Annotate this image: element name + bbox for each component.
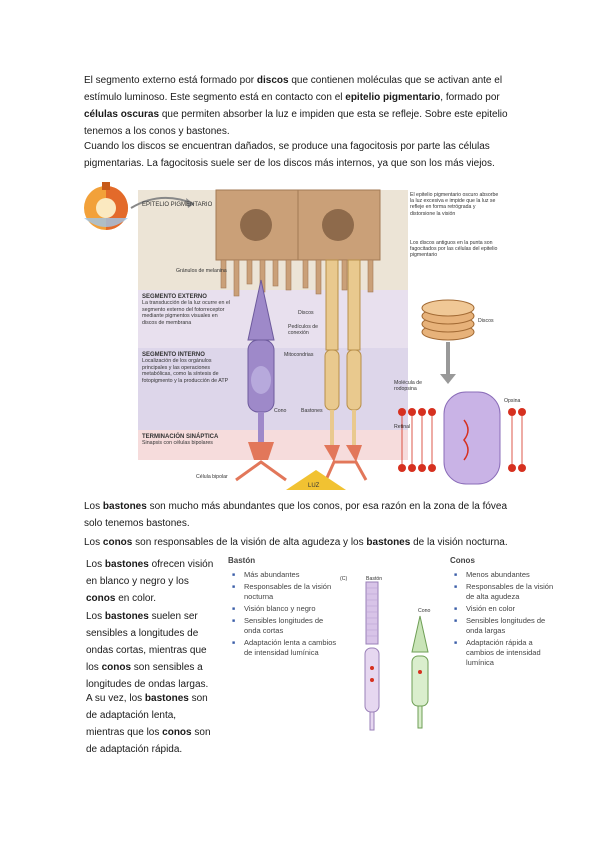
paragraph-bastones-abundantes: Los bastones son mucho más abundantes qu…: [84, 501, 508, 529]
desc-seg-interno: Localización de los orgánulos principale…: [142, 358, 229, 384]
desc-terminacion: Sinapsis con células bipolares: [142, 440, 213, 446]
rod-title: Bastón: [366, 576, 382, 582]
conos-header: Conos: [450, 556, 475, 565]
list-item: Sensibles longitudes de onda largas: [452, 616, 562, 636]
paragraph-conos-bastones: Los conos son responsables de la visión …: [84, 537, 508, 548]
desc-seg-externo: La transducción de la luz ocurre en el s…: [142, 300, 231, 326]
label-cono: Cono: [274, 408, 287, 414]
label-bastones: Bastones: [301, 408, 323, 414]
label-retinal: Retinal: [394, 424, 410, 430]
side-text-adaptacion: A su vez, los bastones son de adaptación…: [86, 693, 211, 755]
label-celula-bipolar: Célula bipolar: [196, 474, 228, 480]
label-discos: Discos: [298, 310, 314, 316]
label-seg-externo: SEGMENTO EXTERNO: [142, 294, 207, 300]
baston-list: Más abundantes Responsables de la visión…: [230, 570, 340, 660]
eye-icon: [84, 182, 128, 230]
label-epitelio: EPITELIO PIGMENTARIO: [142, 202, 213, 208]
panel-label: (C): [340, 576, 347, 582]
label-pediculos: Pedículos de conexión: [288, 324, 318, 336]
list-item: Más abundantes: [230, 570, 340, 580]
list-item: Responsables de la visión de alta agudez…: [452, 582, 562, 602]
baston-header: Bastón: [228, 556, 256, 565]
conos-list: Menos abundantes Responsables de la visi…: [452, 570, 562, 670]
label-granulos: Gránulos de melanina: [176, 268, 227, 274]
list-item: Responsables de la visión nocturna: [230, 582, 340, 602]
rod-cells: [324, 259, 362, 462]
list-item: Visión en color: [452, 604, 562, 614]
list-item: Visión blanco y negro: [230, 604, 340, 614]
side-text-vision: Los bastones ofrecen visión en blanco y …: [86, 559, 214, 604]
photoreceptor-figure: LUZ EPITELIO PIGMENTARIO Gránulos de mel…: [84, 182, 526, 490]
disc-stack: [421, 299, 475, 341]
list-item: Sensibles longitudes de onda cortas: [230, 616, 340, 636]
paragraph-segmento-externo: El segmento externo está formado por dis…: [84, 75, 508, 137]
label-mitocondrias: Mitocondrias: [284, 352, 314, 358]
cone-title: Cono: [418, 608, 431, 614]
luz-label: LUZ: [308, 483, 320, 489]
label-discos-right: Discos: [478, 318, 494, 324]
label-opsina: Opsina: [504, 398, 521, 404]
bold-epitelio: epitelio pigmentario: [345, 92, 441, 103]
paragraph-fagocitosis: Cuando los discos se encuentran dañados,…: [84, 141, 495, 169]
note-discos: Los discos antiguos en la punta son fago…: [410, 240, 498, 259]
side-text-longitudes: Los bastones suelen ser sensibles a long…: [86, 611, 209, 690]
list-item: Adaptación rápida a cambios de intensida…: [452, 638, 562, 668]
label-seg-interno: SEGMENTO INTERNO: [142, 352, 205, 358]
rhodopsin-diagram: [398, 391, 526, 485]
label-terminacion: TERMINACIÓN SINÁPTICA: [142, 432, 219, 440]
label-molecula: Molécula de rodopsina: [394, 380, 422, 392]
bold-discos: discos: [256, 75, 289, 86]
cone-cell: [247, 279, 275, 460]
rod-cone-figure: (C) Bastón Cono: [340, 576, 431, 731]
list-item: Adaptación lenta a cambios de intensidad…: [230, 638, 340, 658]
list-item: Menos abundantes: [452, 570, 562, 580]
note-epitelio: El epitelio pigmentario oscuro absorbe l…: [410, 192, 499, 217]
bold-celulas-oscuras: células oscuras: [84, 109, 160, 120]
